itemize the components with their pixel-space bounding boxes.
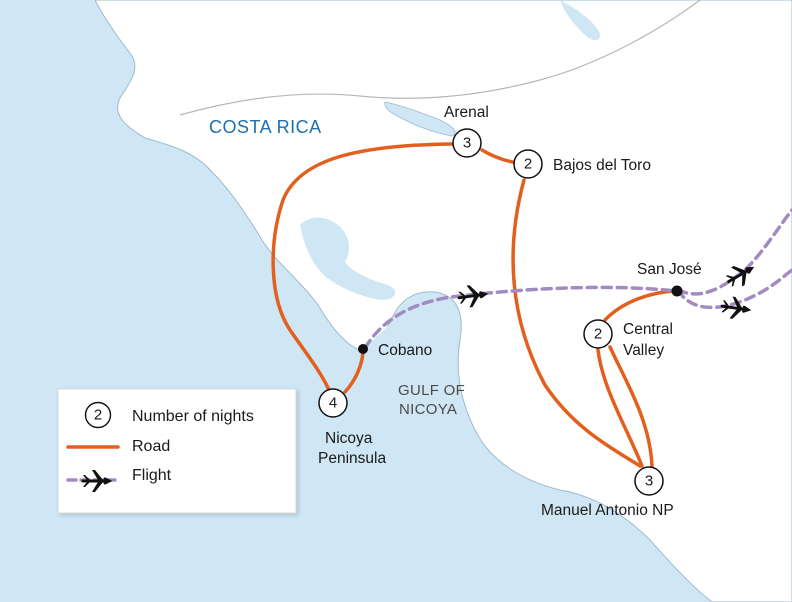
- road-central-manuel-east: [608, 345, 654, 468]
- stop-arenal[interactable]: 3: [452, 128, 482, 158]
- legend-flight-label: Flight: [132, 467, 172, 484]
- country-border: [179, 0, 701, 116]
- sanjose-dot: [671, 285, 683, 297]
- legend-road: Road: [66, 438, 170, 455]
- nicoya-label-1: Nicoya: [325, 430, 373, 447]
- gulf-label-1: GULF OF: [398, 382, 465, 399]
- country-label: COSTA RICA: [209, 117, 322, 137]
- gulf-of-nicoya: [360, 302, 450, 406]
- legend-flight: Flight: [66, 467, 172, 494]
- manuel-nights: 3: [645, 473, 653, 490]
- cobano-dot: [358, 344, 368, 354]
- flight-sanjose-east-1: [676, 208, 792, 296]
- road-arenal-nicoya: [271, 142, 455, 394]
- road-nicoya-cobano: [343, 350, 365, 394]
- legend-nights-label: Number of nights: [132, 408, 254, 425]
- central-label-1: Central: [623, 321, 673, 338]
- stop-bajos-del-toro[interactable]: 2: [513, 149, 543, 179]
- central-label-2: Valley: [623, 342, 664, 359]
- sanjose-label: San José: [637, 261, 702, 278]
- gulf-label-2: NICOYA: [399, 401, 457, 418]
- nicoya-label-2: Peninsula: [318, 450, 386, 467]
- stop-central-valley[interactable]: 2: [583, 319, 613, 349]
- road-central-manuel-west: [596, 348, 644, 468]
- arenal-nights: 3: [463, 135, 471, 152]
- stop-manuel-antonio[interactable]: 3: [634, 466, 664, 496]
- legend: 2 Number of nights Road Flight: [57, 388, 297, 514]
- legend-nights: 2 Number of nights: [84, 401, 254, 429]
- bay-north: [300, 217, 396, 300]
- island: [384, 101, 456, 137]
- bajos-nights: 2: [524, 156, 532, 173]
- stop-nicoya[interactable]: 4: [318, 388, 348, 418]
- flight-sanjose-east-2: [676, 268, 792, 310]
- road-bajos-manuel: [511, 178, 642, 468]
- legend-road-label: Road: [132, 438, 170, 455]
- central-nights: 2: [594, 326, 602, 343]
- manuel-label: Manuel Antonio NP: [541, 502, 674, 519]
- nicoya-nights: 4: [329, 395, 337, 412]
- bajos-label: Bajos del Toro: [553, 157, 651, 174]
- arenal-label: Arenal: [444, 104, 489, 121]
- lake: [560, 0, 601, 41]
- legend-nights-symbol: 2: [94, 407, 102, 424]
- cobano-label: Cobano: [378, 342, 432, 359]
